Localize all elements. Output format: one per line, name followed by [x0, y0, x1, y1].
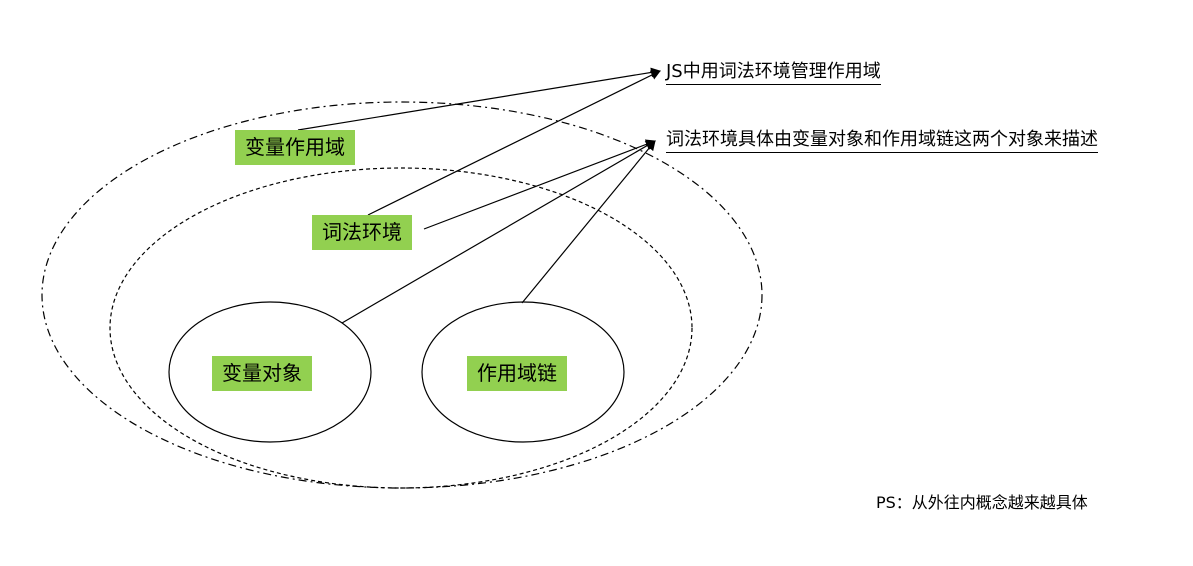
inner-ellipse-variable-object	[168, 301, 372, 443]
label-variable-scope: 变量作用域	[235, 130, 355, 165]
label-lexical-environment: 词法环境	[312, 215, 412, 250]
ps-note: PS：从外往内概念越来越具体	[876, 493, 1088, 512]
label-variable-object: 变量对象	[212, 356, 312, 391]
note-js-lexical-environment-manages-scope: JS中用词法环境管理作用域	[666, 60, 881, 85]
note-lexical-environment-description: 词法环境具体由变量对象和作用域链这两个对象来描述	[666, 128, 1098, 153]
arrow-scope-chain-to-note2	[521, 140, 656, 304]
arrow-lexical-environment-to-note2	[423, 139, 656, 230]
arrow-variable-object-to-note2	[341, 140, 656, 324]
arrow-variable-scope-to-note1	[297, 67, 661, 131]
middle-ellipse-lexical-environment	[109, 167, 693, 489]
arrow-lexical-environment-to-note1	[367, 70, 661, 216]
outer-ellipse-variable-scope	[41, 101, 763, 489]
label-scope-chain: 作用域链	[467, 356, 567, 391]
